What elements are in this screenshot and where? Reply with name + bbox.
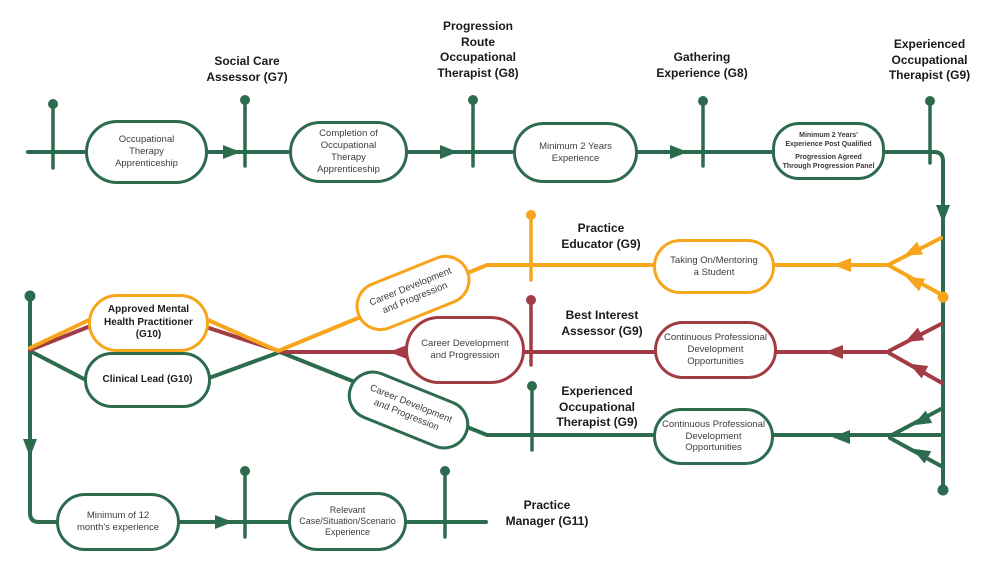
node-taking-on-text: Taking On/Mentoring a Student: [670, 254, 758, 278]
node-cdp-red-text: Career Development and Progression: [421, 338, 509, 361]
node-min-2-years-post-qualified: Minimum 2 Years' Experience Post Qualifi…: [772, 122, 885, 180]
amber-station-tick: [526, 210, 536, 282]
station-label-practice-manager: Practice Manager (G11): [505, 498, 589, 528]
node-min-2-years-experience: Minimum 2 Years Experience: [513, 122, 638, 183]
node-min-2-years-text: Minimum 2 Years Experience: [539, 140, 612, 164]
amber-route: [28, 210, 949, 353]
red-station-tick: [526, 295, 536, 367]
node-cpd-opportunities-green: Continuous Professional Development Oppo…: [653, 408, 774, 465]
node-min-12-months-text: Minimum of 12 month's experience: [76, 510, 160, 533]
node-completion-text: Completion of Occupational Therapy Appre…: [317, 128, 380, 175]
station-label-progression-route: Progression Route Occupational Therapist…: [437, 19, 519, 80]
station-label-practice-educator: Practice Educator (G9): [561, 221, 641, 251]
node-ot-apprenticeship: Occupational Therapy Apprenticeship: [85, 120, 208, 184]
station-label-experienced-ot-top: Experienced Occupational Therapist (G9): [888, 37, 971, 83]
node-amhp-text: Approved Mental Health Practitioner (G10…: [104, 304, 193, 341]
node-career-development-red: Career Development and Progression: [405, 316, 525, 384]
node-relevant-case-experience: Relevant Case/Situation/Scenario Experie…: [288, 492, 407, 551]
amber-main-line: [28, 263, 889, 353]
node-clinical-lead-text: Clinical Lead (G10): [102, 373, 193, 385]
node-post-qualified-text-1: Minimum 2 Years' Experience Post Qualifi…: [785, 132, 872, 149]
green-top-right-line: [26, 150, 945, 486]
node-relevant-case-text: Relevant Case/Situation/Scenario Experie…: [299, 504, 396, 538]
amber-terminus-dot: [937, 291, 949, 303]
green-route: [23, 95, 950, 539]
node-approved-mental-health-practitioner: Approved Mental Health Practitioner (G10…: [88, 294, 209, 352]
node-min-12-months-experience: Minimum of 12 month's experience: [56, 493, 180, 551]
green-middle-branch-line: [28, 349, 943, 437]
node-cpd-opportunities-red: Continuous Professional Development Oppo…: [654, 321, 777, 379]
node-clinical-lead: Clinical Lead (G10): [84, 352, 211, 408]
node-cpd-red-text: Continuous Professional Development Oppo…: [664, 332, 767, 367]
station-label-best-interest-assessor: Best Interest Assessor (G9): [561, 308, 643, 338]
station-label-gathering-experience: Gathering Experience (G8): [656, 50, 748, 80]
node-post-qualified-text-2: Progression Agreed Through Progression P…: [782, 153, 875, 170]
station-label-social-care-assessor: Social Care Assessor (G7): [206, 54, 288, 84]
green-left-bottom-line: [28, 294, 488, 524]
node-completion-apprenticeship: Completion of Occupational Therapy Appre…: [289, 121, 408, 183]
node-taking-on-mentoring: Taking On/Mentoring a Student: [653, 239, 775, 294]
station-label-experienced-ot-mid: Experienced Occupational Therapist (G9): [556, 384, 638, 430]
node-cpd-green-text: Continuous Professional Development Oppo…: [662, 418, 765, 454]
green-station-ticks: [48, 95, 935, 539]
green-terminus-dots: [24, 290, 949, 496]
node-ot-apprenticeship-text: Occupational Therapy Apprenticeship: [115, 134, 178, 169]
